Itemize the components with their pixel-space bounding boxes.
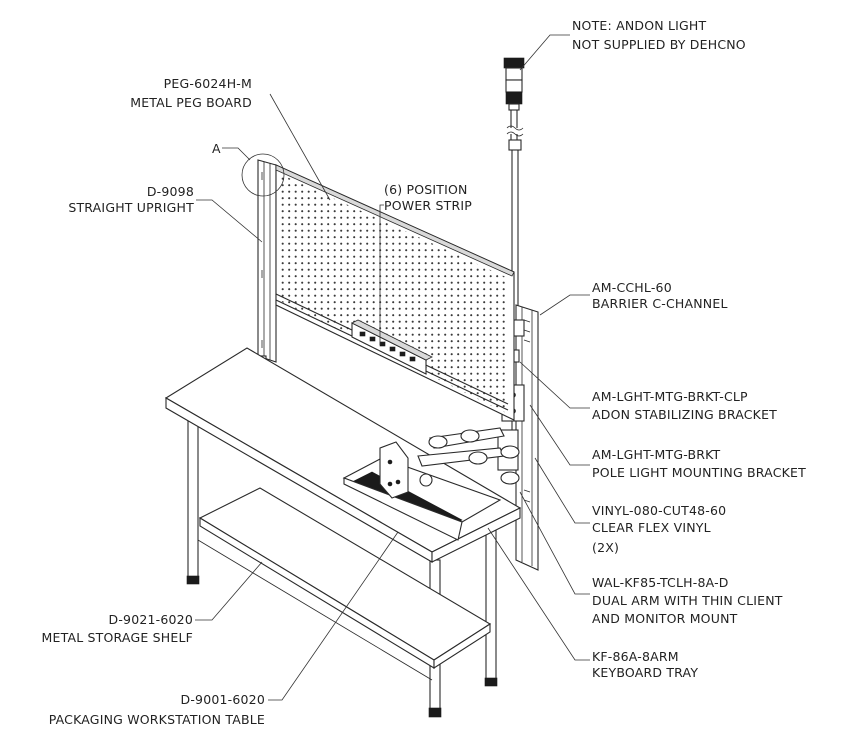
leader-lines [195, 34, 590, 701]
dual-arm-description-2: AND MONITOR MOUNT [592, 611, 738, 626]
vinyl-quantity: (2X) [592, 540, 619, 555]
metal-peg-board [275, 164, 515, 421]
barrier-c-channel [515, 304, 539, 571]
c-channel-part-number: AM-CCHL-60 [592, 280, 672, 295]
andon-light [503, 57, 525, 111]
power-strip [351, 319, 433, 375]
c-channel-description: BARRIER C-CHANNEL [592, 296, 728, 311]
thin-client-mount [379, 441, 409, 499]
stabilizing-bracket-part-number: AM-LGHT-MTG-BRKT-CLP [592, 389, 748, 404]
shelf-description: METAL STORAGE SHELF [42, 630, 194, 645]
keyboard-tray-part-number: KF-86A-8ARM [592, 649, 679, 664]
pegboard-description: METAL PEG BOARD [130, 95, 252, 110]
mounting-bracket-part-number: AM-LGHT-MTG-BRKT [592, 447, 721, 462]
dual-arm-part-number: WAL-KF85-TCLH-8A-D [592, 575, 729, 590]
table-description: PACKAGING WORKSTATION TABLE [49, 712, 265, 727]
power-strip-line-2: POWER STRIP [384, 198, 472, 213]
stabilizing-bracket-description: ADON STABILIZING BRACKET [592, 407, 777, 422]
pegboard-part-number: PEG-6024H-M [164, 76, 252, 91]
note-line-1: NOTE: ANDON LIGHT [572, 18, 707, 33]
vinyl-part-number: VINYL-080-CUT48-60 [592, 503, 726, 518]
dual-monitor-arm [417, 427, 520, 487]
power-strip-line-1: (6) POSITION [384, 182, 468, 197]
table-part-number: D-9001-6020 [181, 692, 265, 707]
callout-labels: NOTE: ANDON LIGHT NOT SUPPLIED BY DEHCNO… [42, 18, 806, 727]
workstation-table [164, 347, 522, 718]
vinyl-description: CLEAR FLEX VINYL [592, 520, 711, 535]
keyboard-tray-description: KEYBOARD TRAY [592, 665, 698, 680]
dual-arm-description-1: DUAL ARM WITH THIN CLIENT [592, 593, 783, 608]
detail-ref-label: A [212, 141, 221, 156]
shelf-part-number: D-9021-6020 [109, 612, 193, 627]
mounting-bracket-description: POLE LIGHT MOUNTING BRACKET [592, 465, 806, 480]
note-line-2: NOT SUPPLIED BY DEHCNO [572, 37, 746, 52]
straight-upright [257, 159, 277, 363]
upright-part-number: D-9098 [147, 184, 194, 199]
upright-description: STRAIGHT UPRIGHT [68, 200, 194, 215]
detail-a-circle [241, 153, 285, 197]
